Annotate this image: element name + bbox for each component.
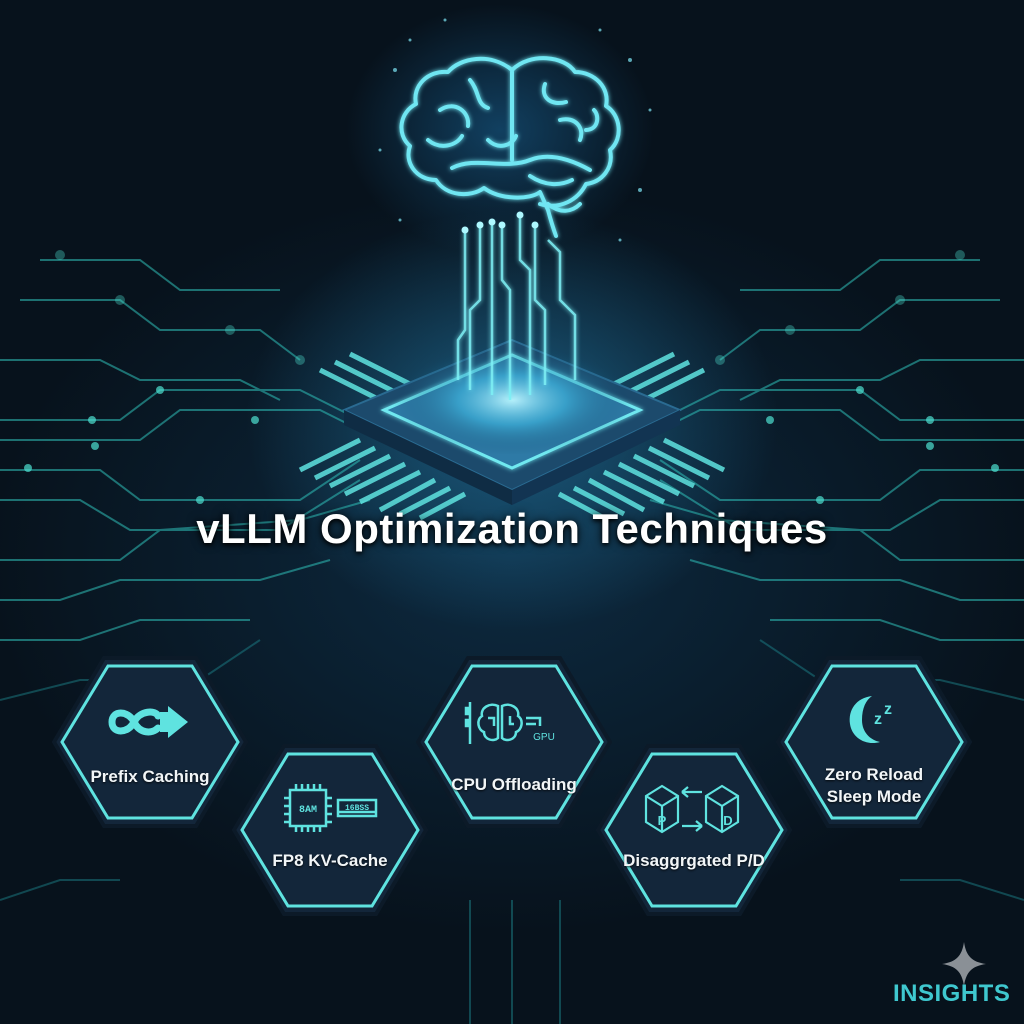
moon-sleep-icon: z z — [776, 692, 972, 748]
technique-label: Zero Reload Sleep Mode — [776, 764, 972, 808]
technique-label: Prefix Caching — [90, 767, 210, 786]
technique-label-line-1: Zero Reload — [824, 765, 924, 784]
particles — [378, 18, 652, 242]
prefill-decode-cubes-icon: P D — [596, 782, 792, 838]
memory-chip-icon: 8AM 16BSS — [232, 782, 428, 834]
svg-text:GPU: GPU — [533, 732, 555, 743]
technique-label: CPU Offloading — [451, 775, 577, 794]
technique-card-prefix-caching[interactable]: Prefix Caching — [52, 656, 248, 828]
brain-gpu-icon: GPU — [416, 698, 612, 748]
svg-text:D: D — [723, 813, 732, 828]
hexagon-frame — [232, 744, 428, 916]
processor-chip-icon — [341, 338, 683, 505]
technique-card-fp8-kv-cache[interactable]: 8AM 16BSS FP8 KV-Cache — [232, 744, 428, 916]
left-trace-pads — [24, 250, 305, 504]
right-trace-pads — [715, 250, 999, 504]
hexagon-frame — [416, 656, 612, 828]
technique-card-cpu-offloading[interactable]: GPU CPU Offloading — [416, 656, 612, 828]
svg-text:16BSS: 16BSS — [345, 804, 369, 813]
page-title: vLLM Optimization Techniques — [196, 505, 828, 552]
hexagon-frame — [596, 744, 792, 916]
brand-logo: INSIGHTS — [893, 980, 1011, 1007]
left-traces — [0, 259, 381, 641]
svg-text:P: P — [658, 813, 667, 828]
hexagon-frame — [52, 656, 248, 828]
technique-card-zero-reload-sleep-mode[interactable]: z z Zero Reload Sleep Mode — [776, 656, 972, 828]
technique-label: FP8 KV-Cache — [272, 851, 388, 870]
sparkle-icon — [942, 942, 986, 986]
technique-label-line-2: Sleep Mode — [826, 787, 922, 806]
svg-text:8AM: 8AM — [299, 805, 317, 816]
brain-to-chip-traces — [456, 215, 577, 400]
trace-nodes — [461, 211, 539, 234]
infinity-arrow-icon — [52, 702, 248, 742]
technique-label: Disaggrgated P/D — [623, 851, 765, 870]
svg-text:z: z — [874, 711, 882, 728]
technique-card-disaggregated-pd[interactable]: P D Disaggrgated P/D — [596, 744, 792, 916]
brain-circuit-icon — [399, 56, 621, 238]
right-traces — [639, 259, 1024, 641]
chip-pins — [298, 351, 726, 521]
svg-text:z: z — [884, 701, 892, 718]
